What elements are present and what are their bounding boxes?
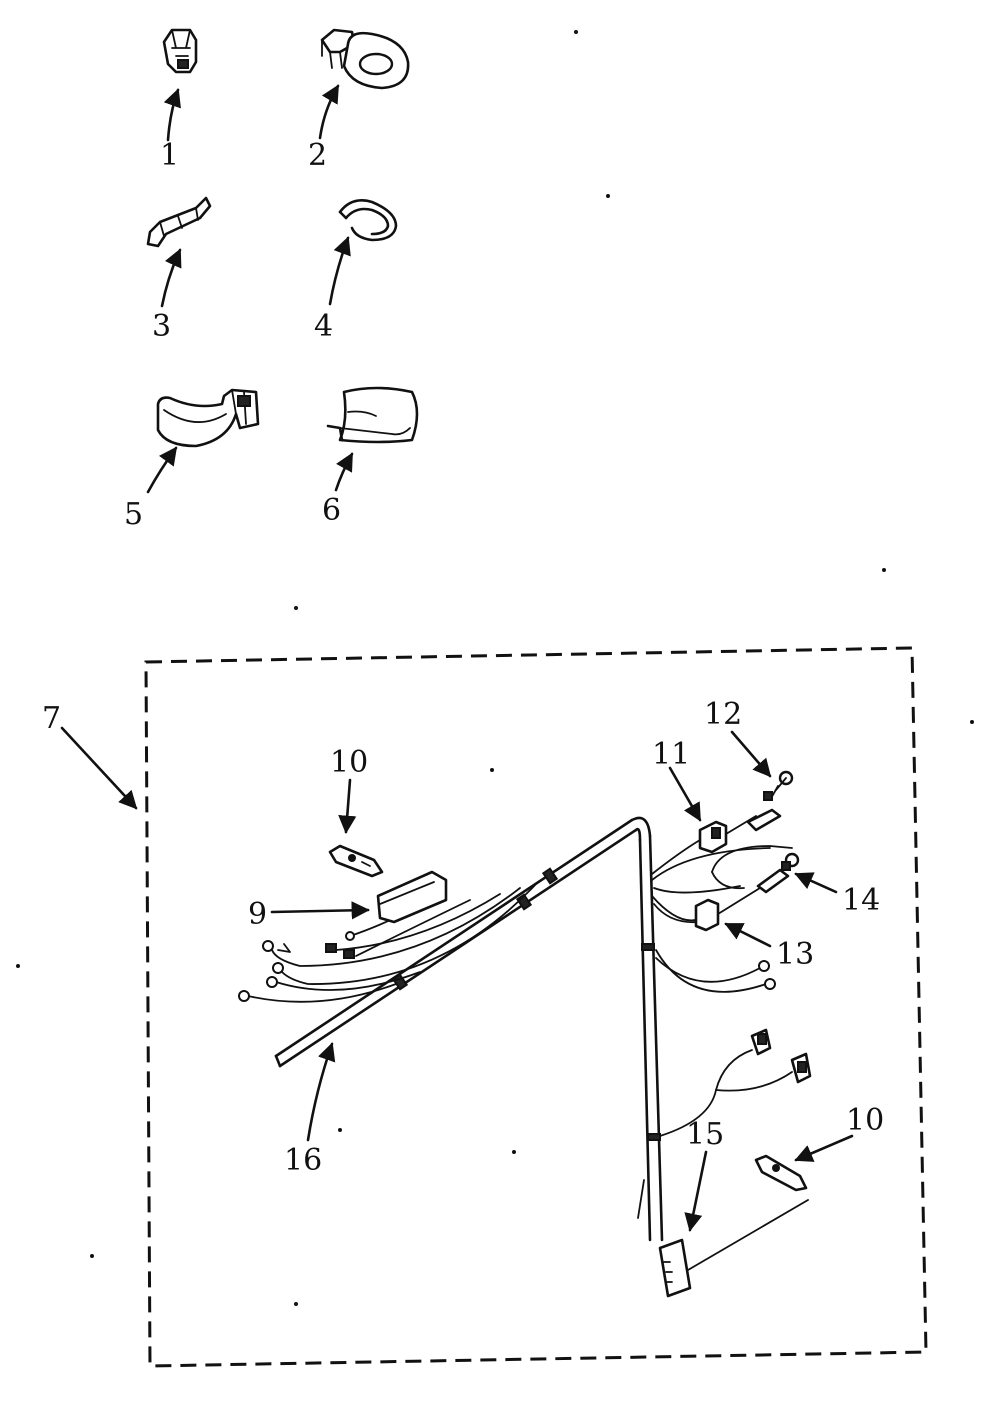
- part-12-plug: [746, 770, 794, 832]
- part-16-leader: [306, 1042, 336, 1142]
- part-5-leader: [146, 446, 178, 494]
- part-1-leader: [163, 88, 181, 142]
- callout-14: 14: [842, 883, 880, 918]
- assembly-frame: [144, 646, 928, 1368]
- part-1-clip: [162, 28, 198, 74]
- part-6-leader: [334, 452, 354, 492]
- callout-10-upper: 10: [330, 745, 368, 780]
- part-7-leader: [60, 726, 138, 810]
- part-6-shield: [326, 386, 419, 444]
- callout-2: 2: [308, 138, 327, 173]
- part-11-leader: [668, 766, 702, 822]
- part-10-lower-leader: [794, 1134, 854, 1162]
- wire-harness: [274, 816, 664, 1242]
- callout-5: 5: [124, 497, 143, 532]
- part-14-leader: [794, 872, 838, 894]
- callout-3: 3: [152, 309, 171, 344]
- part-5-clamp: [156, 388, 260, 448]
- part-3-clip: [146, 196, 212, 248]
- callout-6: 6: [322, 493, 341, 528]
- part-9-connector-block: [376, 870, 448, 924]
- left-wire-fan: [238, 883, 537, 1003]
- part-2-clip: [320, 28, 410, 90]
- part-9-leader: [270, 901, 370, 920]
- callout-12: 12: [704, 697, 742, 732]
- part-4-clip: [338, 199, 398, 242]
- part-4-leader: [328, 236, 351, 306]
- callout-4: 4: [314, 309, 333, 344]
- part-2-leader: [318, 84, 340, 140]
- right-wire-loops: [651, 845, 793, 993]
- part-13-leader: [724, 922, 772, 948]
- part-14-plug: [756, 852, 800, 894]
- part-10-terminal-upper: [328, 844, 384, 878]
- lower-right-plugs: [659, 1028, 812, 1137]
- part-3-leader: [160, 248, 182, 308]
- part-10-upper-leader: [338, 778, 357, 834]
- callout-1: 1: [160, 138, 179, 173]
- callout-7: 7: [42, 701, 61, 736]
- part-15-leader: [684, 1150, 708, 1232]
- part-15-connector: [658, 1199, 809, 1298]
- callout-11: 11: [652, 737, 690, 772]
- callout-16: 16: [284, 1143, 322, 1178]
- part-10-terminal-lower: [754, 1154, 808, 1192]
- part-12-leader: [730, 730, 772, 778]
- callout-10-lower: 10: [846, 1103, 884, 1138]
- callout-15: 15: [686, 1117, 724, 1152]
- part-13-connector: [694, 887, 761, 932]
- callout-13: 13: [776, 937, 814, 972]
- callout-9: 9: [248, 897, 267, 932]
- scan-specks: [16, 30, 974, 1306]
- part-11-connector: [651, 815, 757, 875]
